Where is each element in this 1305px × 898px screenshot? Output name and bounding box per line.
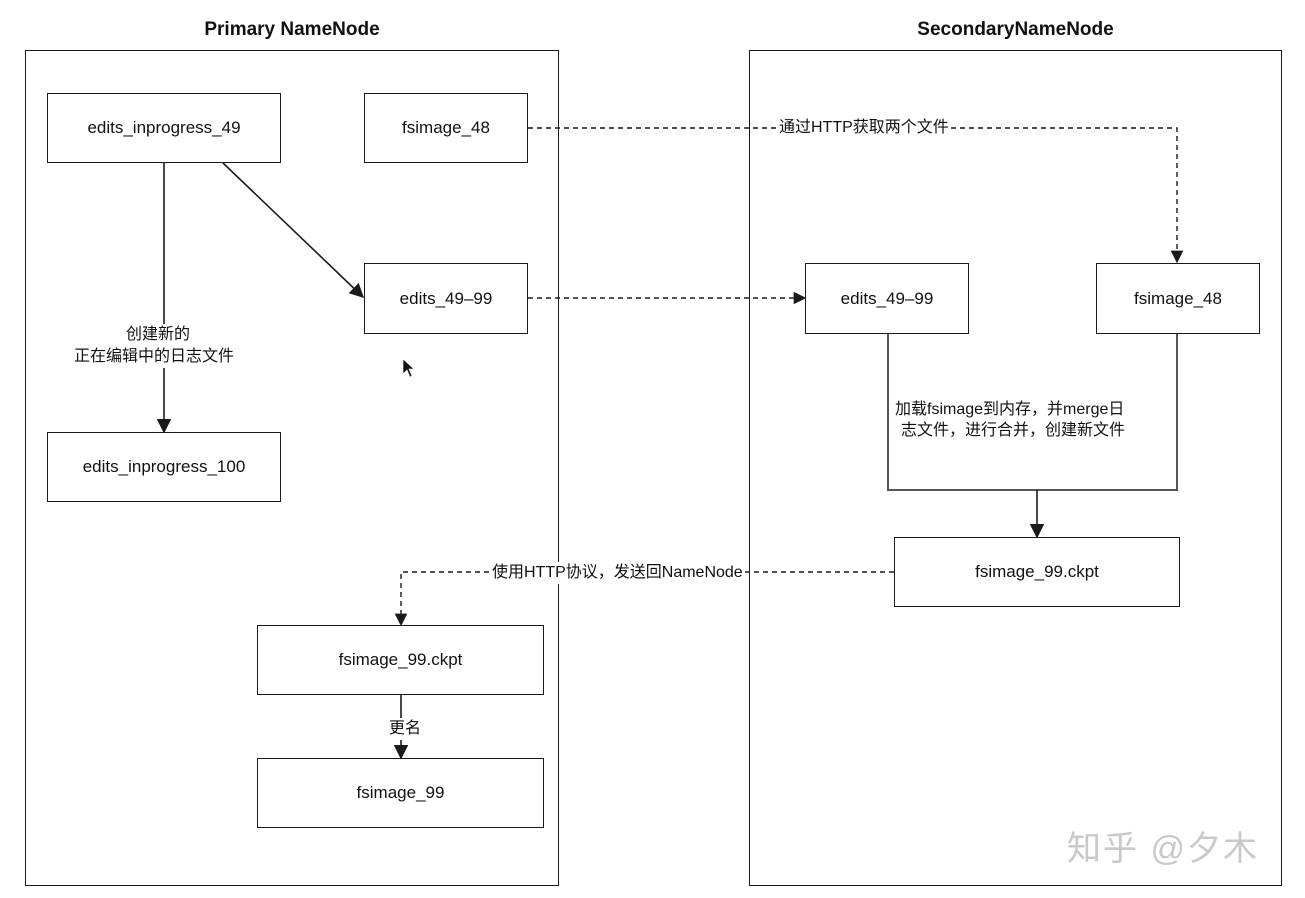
label-http-fetch: 通过HTTP获取两个文件 — [777, 117, 951, 139]
box-fsimage-48-secondary: fsimage_48 — [1096, 263, 1260, 334]
dashed-arrow-fsimage48-fetch — [528, 127, 1184, 264]
box-edits-inprogress-49: edits_inprogress_49 — [47, 93, 281, 163]
label-merge-line2: 志文件，进行合并，创建新文件 — [901, 420, 1126, 442]
primary-namenode-panel — [25, 50, 559, 886]
label-http-send: 使用HTTP协议，发送回NameNode — [490, 562, 745, 584]
primary-namenode-title: Primary NameNode — [204, 19, 380, 40]
box-fsimage-99-ckpt-primary: fsimage_99.ckpt — [257, 625, 544, 695]
watermark-text: 知乎 @夕木 — [1067, 830, 1259, 868]
box-edits-inprogress-100: edits_inprogress_100 — [47, 432, 281, 502]
box-edits-49-99-primary: edits_49–99 — [364, 263, 528, 334]
cursor-icon — [402, 358, 415, 378]
box-fsimage-99-ckpt-secondary: fsimage_99.ckpt — [894, 537, 1180, 607]
box-fsimage-48-primary: fsimage_48 — [364, 93, 528, 163]
merge-bracket — [887, 333, 1178, 491]
label-merge-line1: 加载fsimage到内存，并merge日 — [895, 399, 1125, 421]
secondary-namenode-title: SecondaryNameNode — [917, 19, 1114, 40]
box-fsimage-99: fsimage_99 — [257, 758, 544, 828]
secondary-namenode-panel — [749, 50, 1282, 886]
label-rename: 更名 — [387, 718, 424, 740]
label-create-new-line2: 正在编辑中的日志文件 — [74, 346, 235, 368]
box-edits-49-99-secondary: edits_49–99 — [805, 263, 969, 334]
arrow-edits49-to-edits49-99 — [222, 162, 365, 298]
label-create-new-line1: 创建新的 — [126, 324, 191, 346]
